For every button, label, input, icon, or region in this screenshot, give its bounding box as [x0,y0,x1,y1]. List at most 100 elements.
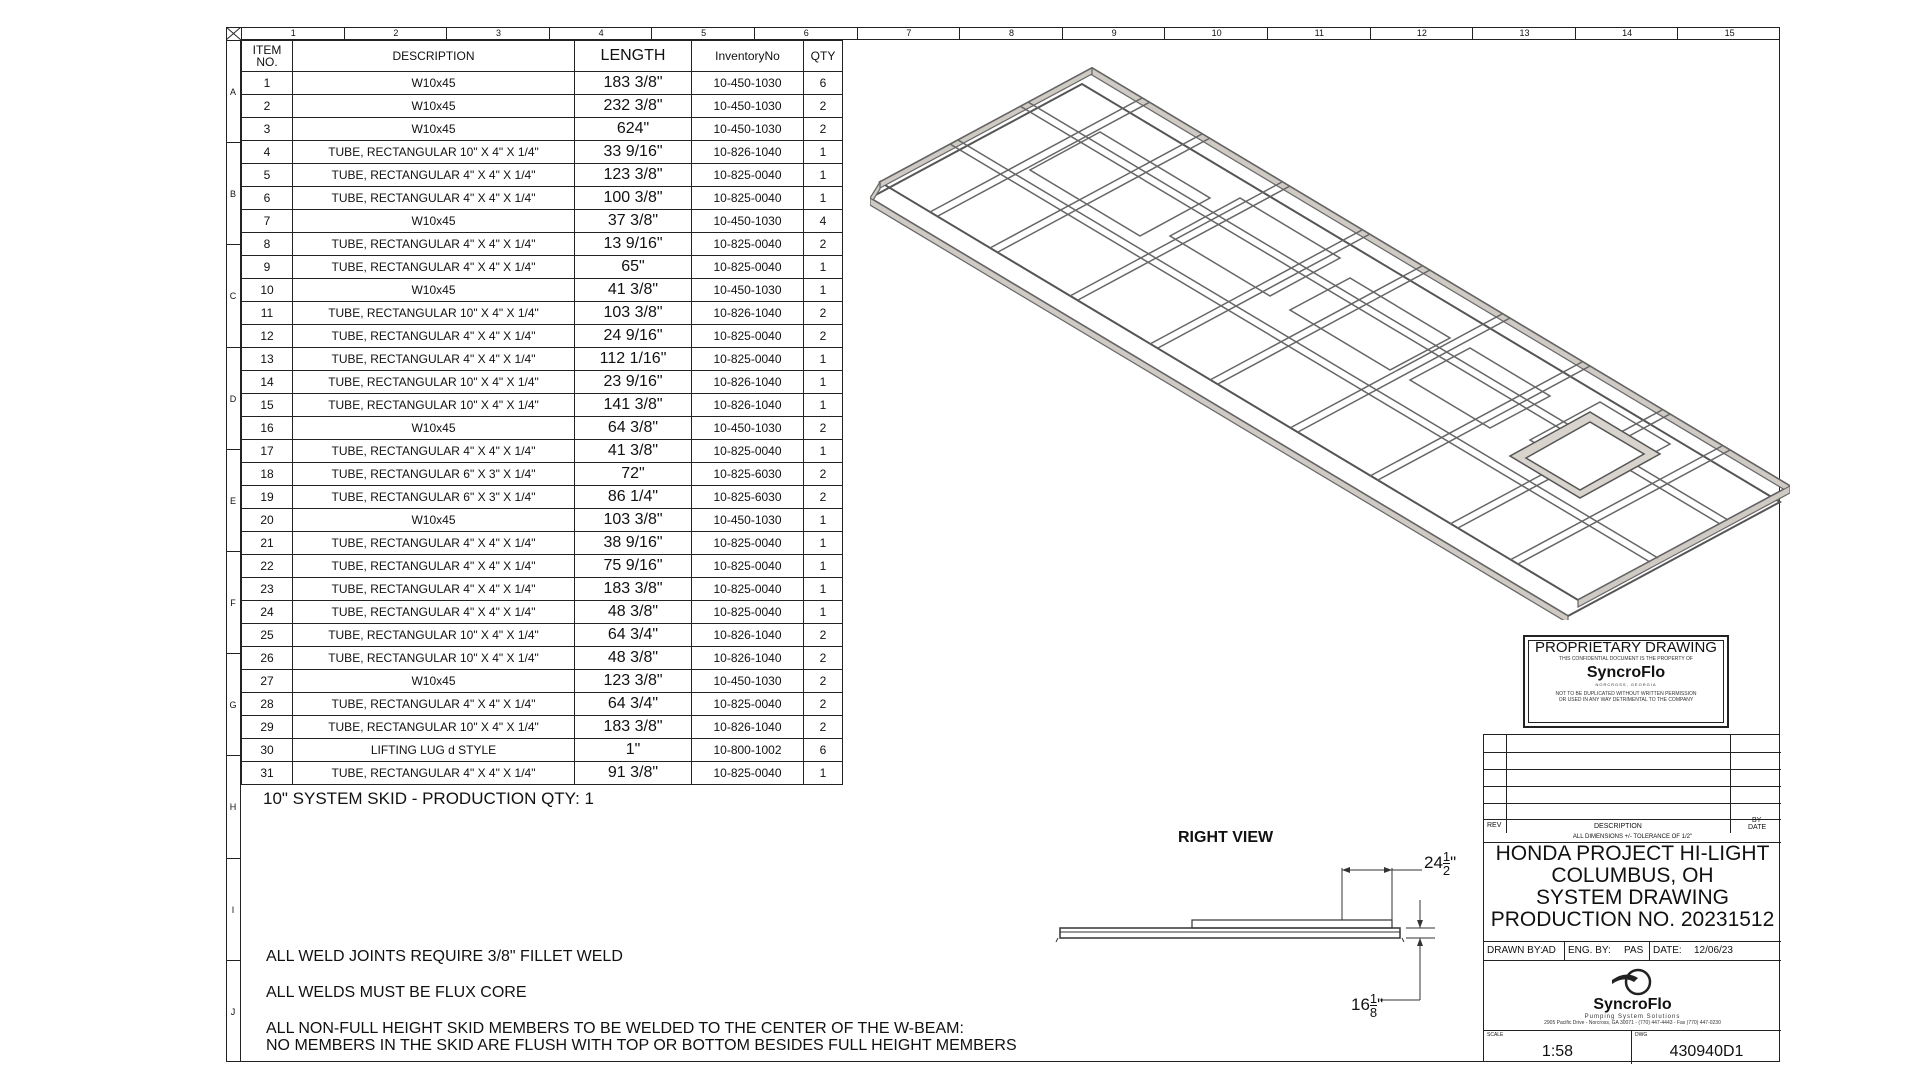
length-cell: 65" [574,255,692,279]
length-cell: 141 3/8" [574,393,692,417]
qty-cell: 1 [803,347,843,371]
project-line-4: PRODUCTION NO. 20231512 [1490,908,1775,931]
qty-cell: 1 [803,255,843,279]
stamp-warning-line2: OR USED IN ANY WAY DETRIMENTAL TO THE CO… [1558,697,1694,703]
length-cell: 1" [574,738,692,762]
column-zone-label: 2 [343,27,448,39]
item-no-cell: 19 [241,485,293,509]
length-cell: 48 3/8" [574,600,692,624]
inventory-cell: 10-826-1040 [691,646,804,670]
description-cell: TUBE, RECTANGULAR 6" X 3" X 1/4" [292,485,575,509]
length-cell: 103 3/8" [574,508,692,532]
description-cell: TUBE, RECTANGULAR 4" X 4" X 1/4" [292,347,575,371]
rev-label: REV [1487,822,1502,829]
dimension-top-num: 1 [1442,849,1451,864]
item-no-cell: 27 [241,669,293,693]
item-no-cell: 18 [241,462,293,486]
length-cell: 112 1/16" [574,347,692,371]
length-cell: 41 3/8" [574,278,692,302]
inventory-cell: 10-825-0040 [691,600,804,624]
column-zone-label: 9 [1061,27,1166,39]
qty-cell: 1 [803,577,843,601]
inventory-cell: 10-450-1030 [691,416,804,440]
row-zone-label: F [226,551,240,654]
drawn-divider [1649,942,1650,960]
header-inventory-no: InventoryNo [691,40,804,72]
qty-cell: 2 [803,646,843,670]
length-cell: 64 3/8" [574,416,692,440]
qty-cell: 1 [803,140,843,164]
column-zone-label: 3 [446,27,550,39]
row-zone-label: J [226,959,240,1063]
dimension-bottom-den: 8 [1369,1005,1378,1020]
note-weld-joints: ALL WELD JOINTS REQUIRE 3/8" FILLET WELD [266,948,623,965]
note-center-weld-line2: NO MEMBERS IN THE SKID ARE FLUSH WITH TO… [266,1037,1017,1054]
rev-col-divider [1506,735,1507,833]
rev-col-divider [1730,735,1731,833]
rev-row [1484,735,1781,787]
inventory-cell: 10-825-0040 [691,761,804,785]
stamp-property-line: THIS CONFIDENTIAL DOCUMENT IS THE PROPER… [1559,656,1693,662]
description-cell: TUBE, RECTANGULAR 4" X 4" X 1/4" [292,324,575,348]
column-zone-label: 1 [241,27,345,39]
qty-cell: 2 [803,669,843,693]
stamp-warning: NOT TO BE DUPLICATED WITHOUT WRITTEN PER… [1525,691,1727,703]
by-label: BY [1752,817,1762,824]
item-no-cell: 13 [241,347,293,371]
description-cell: LIFTING LUG d STYLE [292,738,575,762]
eng-by-label: ENG. BY: [1568,945,1611,956]
description-cell: TUBE, RECTANGULAR 10" X 4" X 1/4" [292,623,575,647]
qty-cell: 2 [803,301,843,325]
row-zone-label: B [226,142,240,245]
item-no-cell: 10 [241,278,293,302]
inventory-cell: 10-825-0040 [691,531,804,555]
qty-cell: 2 [803,485,843,509]
qty-cell: 2 [803,117,843,141]
inventory-cell: 10-450-1030 [691,278,804,302]
company-logo-block: SyncroFlo Pumping System Solutions 2905 … [1484,960,1781,1030]
header-length: LENGTH [574,40,692,72]
item-no-cell: 16 [241,416,293,440]
qty-cell: 4 [803,209,843,233]
stamp-location: NORCROSS, GEORGIA [1595,682,1657,687]
company-address: 2905 Pacific Drive - Norcross, GA 30071 … [1544,1020,1721,1026]
qty-cell: 2 [803,623,843,647]
description-cell: TUBE, RECTANGULAR 10" X 4" X 1/4" [292,646,575,670]
row-zone-label: H [226,755,240,858]
column-zone-label: 6 [754,27,858,39]
item-no-cell: 22 [241,554,293,578]
inventory-cell: 10-450-1030 [691,94,804,118]
column-zone-label: 12 [1369,27,1474,39]
description-cell: W10x45 [292,209,575,233]
description-cell: TUBE, RECTANGULAR 10" X 4" X 1/4" [292,393,575,417]
column-zone-label: 8 [959,27,1063,39]
description-cell: TUBE, RECTANGULAR 6" X 3" X 1/4" [292,462,575,486]
length-cell: 624" [574,117,692,141]
drawing-sheet [226,27,1780,1062]
description-cell: TUBE, RECTANGULAR 4" X 4" X 1/4" [292,531,575,555]
note-flux-core: ALL WELDS MUST BE FLUX CORE [266,984,527,1001]
project-title: HONDA PROJECT HI-LIGHT COLUMBUS, OH SYST… [1484,843,1781,931]
inventory-cell: 10-450-1030 [691,209,804,233]
length-cell: 91 3/8" [574,761,692,785]
item-no-cell: 15 [241,393,293,417]
scale-label: SCALE [1487,1032,1504,1038]
header-qty: QTY [803,40,843,72]
length-cell: 23 9/16" [574,370,692,394]
inventory-cell: 10-825-0040 [691,186,804,210]
description-cell: W10x45 [292,416,575,440]
header-item-no: ITEM NO. [241,40,293,72]
item-no-cell: 17 [241,439,293,463]
